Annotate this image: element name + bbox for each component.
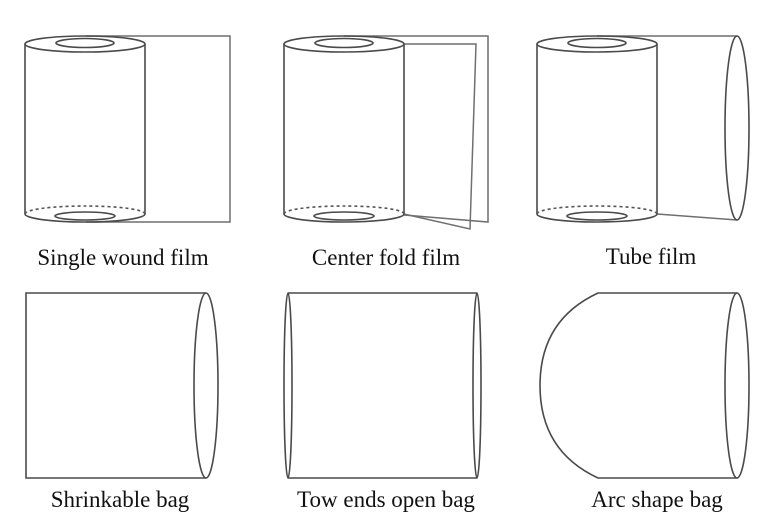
caption-shrinkable-bag: Shrinkable bag xyxy=(50,487,190,512)
tube-film-figure xyxy=(536,35,750,223)
caption-center-fold-film: Center fold film xyxy=(311,245,461,270)
single-wound-film-figure xyxy=(24,35,231,223)
two-ends-open-bag-figure xyxy=(283,292,482,479)
caption-tube-film: Tube film xyxy=(605,244,697,269)
shrinkable-bag-figure xyxy=(25,292,219,479)
caption-two-ends-open-bag: Tow ends open bag xyxy=(297,487,475,512)
caption-arc-shape-bag: Arc shape bag xyxy=(591,487,723,512)
caption-single-wound-film: Single wound film xyxy=(37,245,209,270)
center-fold-film-figure xyxy=(283,35,489,230)
arc-shape-bag-figure xyxy=(539,292,750,479)
